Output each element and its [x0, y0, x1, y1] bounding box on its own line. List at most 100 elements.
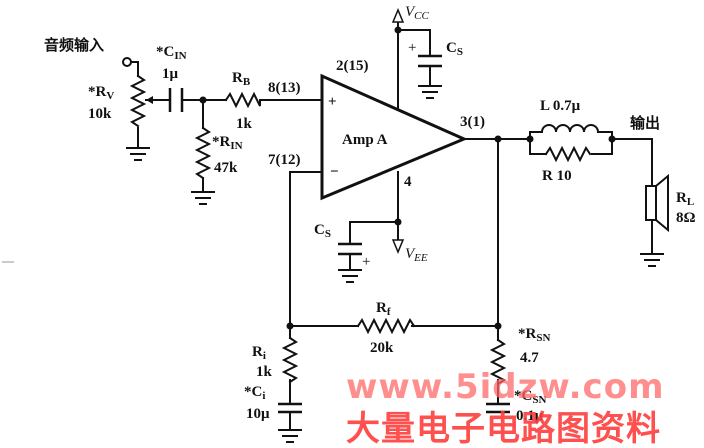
rl-value-label: 8Ω	[676, 210, 696, 226]
capacitor-ci	[278, 402, 302, 414]
speaker-rl	[645, 173, 669, 233]
supply-arrows	[391, 8, 405, 254]
rin-value-label: 47k	[214, 160, 238, 176]
ground-icon	[126, 147, 150, 161]
cs-top-plates	[418, 54, 442, 68]
amp-triangle	[320, 73, 468, 201]
speaker-body	[645, 185, 657, 221]
capacitor-cs-bottom: +	[338, 242, 370, 270]
junction-dot	[526, 135, 534, 143]
capacitor-cs-top: +	[408, 40, 442, 68]
csn-value-label: 0.1μ	[516, 408, 544, 424]
rin-name-label: *RIN	[212, 134, 243, 152]
pin-vee-label: 4	[404, 174, 412, 190]
junction-dot	[608, 135, 616, 143]
inductor-l	[540, 124, 600, 134]
rsn-name-label: *RSN	[518, 326, 550, 344]
rb-zigzag	[224, 91, 261, 109]
wire-vee-cs	[349, 221, 399, 245]
watermark: www.5idzw.com 大量电子电路图资料	[346, 367, 665, 448]
rf-value-label: 20k	[370, 340, 394, 356]
wire-to-speaker	[611, 138, 653, 183]
junctions	[199, 26, 616, 330]
input-terminal	[122, 57, 132, 67]
wire-vcc-cs	[397, 29, 431, 57]
ground-icon	[338, 269, 362, 283]
resistor-rsn	[489, 338, 507, 386]
pin-inv-label: 7(12)	[268, 152, 301, 168]
junction-dot	[494, 135, 502, 143]
cs-bottom-label: CS	[314, 222, 331, 240]
resistor-r-label: R 10	[542, 168, 572, 184]
r-parallel-zigzag	[544, 145, 592, 163]
cs-top-plus: +	[408, 40, 416, 56]
ground-icon	[640, 253, 664, 267]
junction-dot	[494, 322, 502, 330]
rf-name-label: Rf	[376, 300, 391, 318]
audio-input-label: 音频输入	[44, 36, 104, 54]
wire-lr-right	[591, 131, 613, 155]
wire-lr-left	[529, 131, 547, 155]
wire-input	[130, 61, 139, 77]
ground-icon	[278, 429, 302, 443]
rin-zigzag	[194, 126, 212, 180]
cs-top-label: CS	[446, 40, 463, 58]
labels: 音频输入 输出 VCC VEE *CIN 1μ *RV 10k RB 1k *R…	[44, 4, 696, 424]
pot-zigzag	[129, 74, 147, 128]
rv-name-label: *RV	[88, 84, 114, 102]
vee-arrow-icon	[391, 239, 405, 254]
junction-dot	[286, 322, 294, 330]
ci-plates	[278, 402, 302, 414]
amp-minus-sign: −	[330, 164, 339, 180]
rv-value-label: 10k	[88, 106, 112, 122]
cs-bottom-plates	[338, 242, 362, 256]
capacitor-csn	[486, 402, 510, 414]
speaker-cone	[655, 173, 669, 233]
ci-name-label: *Ci	[244, 384, 265, 402]
grounds	[126, 85, 664, 443]
resistor-rb	[224, 91, 261, 109]
pin-noninv-label: 8(13)	[268, 80, 301, 96]
amp-plus-sign: +	[328, 94, 337, 110]
watermark-url: www.5idzw.com	[346, 367, 665, 407]
watermark-text: 大量电子电路图资料	[346, 409, 661, 448]
cin-name-label: *CIN	[156, 44, 187, 62]
wire-inv	[289, 171, 323, 327]
resistor-r-parallel	[544, 145, 592, 163]
rsn-zigzag	[489, 338, 507, 386]
vcc-arrow-icon	[391, 8, 405, 23]
amp-name-label: Amp A	[342, 132, 388, 148]
junction-dot	[394, 26, 402, 34]
inductor-label: L 0.7μ	[540, 98, 581, 114]
ground-icon	[191, 191, 215, 205]
rsn-value-label: 4.7	[520, 350, 539, 366]
capacitor-cin	[168, 88, 184, 112]
junction-dot	[199, 96, 207, 104]
cin-value-label: 1μ	[162, 66, 179, 82]
ri-name-label: Ri	[252, 344, 266, 362]
pot-wiper-arrow	[146, 96, 153, 104]
ri-zigzag	[281, 336, 299, 384]
rl-name-label: RL	[676, 190, 694, 208]
pin-out-label: 3(1)	[460, 114, 485, 130]
ri-value-label: 1k	[256, 364, 273, 380]
csn-name-label: *CSN	[514, 388, 546, 406]
amplifier	[320, 73, 468, 201]
vee-label: VEE	[405, 246, 428, 264]
cin-plates	[168, 88, 184, 112]
ci-value-label: 10μ	[246, 406, 270, 422]
csn-plates	[486, 402, 510, 414]
output-label: 输出	[630, 114, 660, 132]
rf-zigzag	[356, 317, 416, 335]
rb-value-label: 1k	[236, 116, 253, 132]
cs-bottom-plus: +	[362, 254, 370, 270]
resistor-rf	[356, 317, 416, 335]
potentiometer-rv	[129, 74, 157, 128]
rb-name-label: RB	[232, 70, 251, 88]
resistor-ri	[281, 336, 299, 384]
junction-dot	[394, 218, 402, 226]
ground-icon	[418, 85, 442, 99]
vcc-label: VCC	[405, 4, 430, 22]
